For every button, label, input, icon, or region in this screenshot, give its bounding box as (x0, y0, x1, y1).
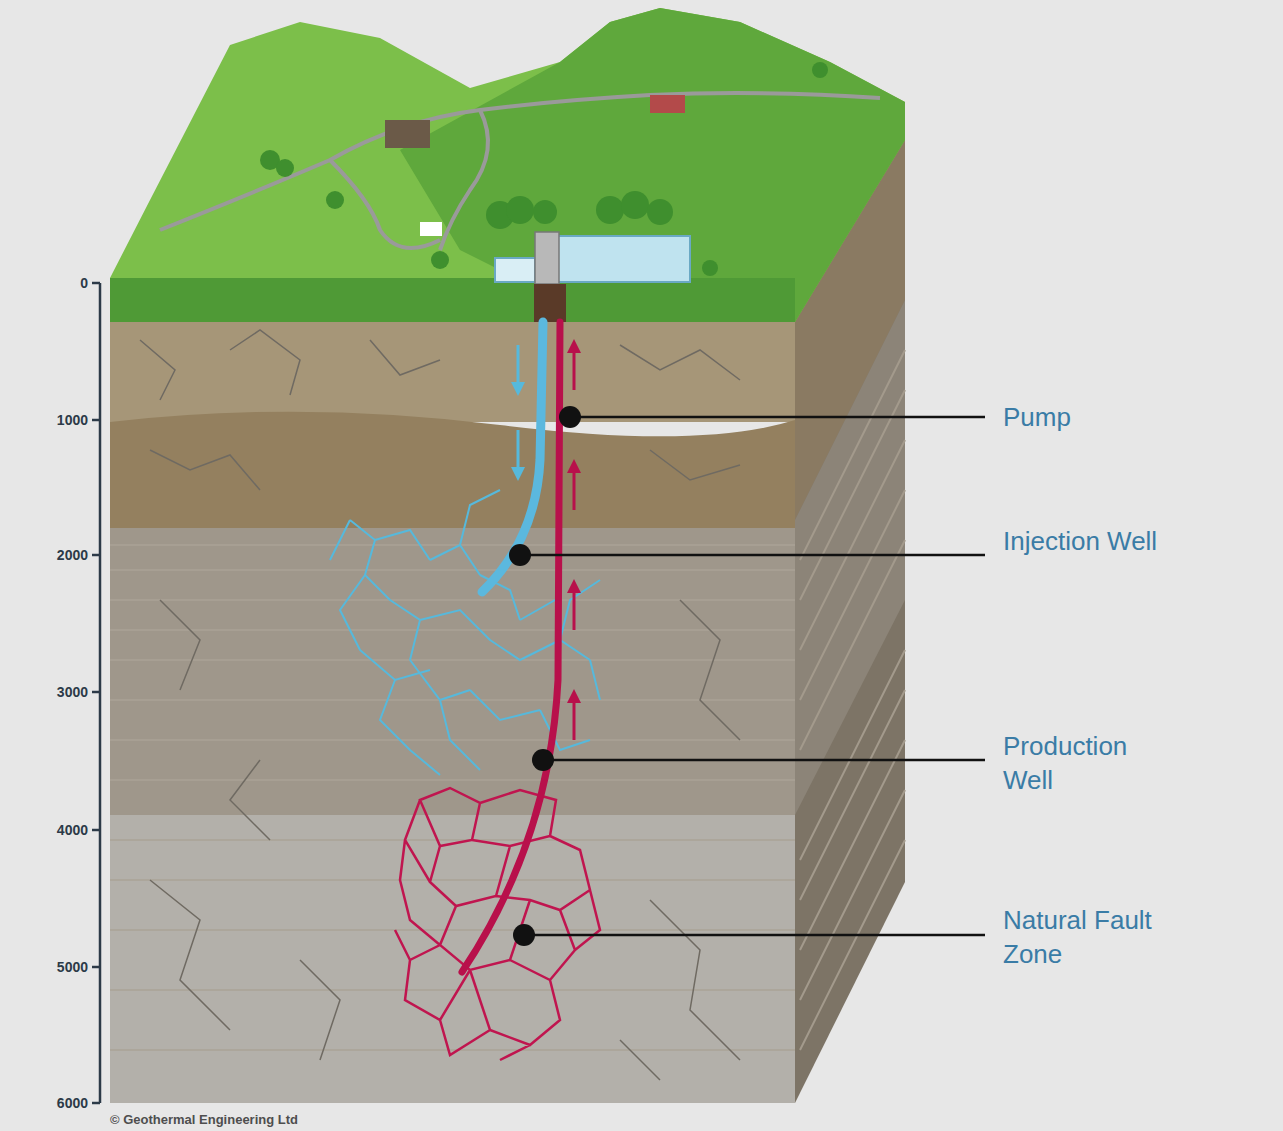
stratum (110, 815, 795, 1103)
copyright-note: © Geothermal Engineering Ltd (110, 1112, 298, 1128)
rock-cracks (140, 330, 740, 1080)
depth-number: 1000 (18, 411, 88, 429)
depth-axis (92, 283, 100, 1103)
ground-front-edge (110, 278, 795, 322)
stratum (110, 412, 795, 528)
road (440, 110, 488, 250)
depth-number: 5000 (18, 958, 88, 976)
callout-label: Production Well (1003, 729, 1168, 797)
truck (420, 222, 442, 236)
farmhouse (650, 95, 685, 113)
stratum (110, 322, 795, 422)
natural-fault-zone (395, 788, 600, 1060)
terrain-surface (110, 8, 905, 322)
side-stratum (795, 300, 905, 815)
flow-arrows-down (511, 345, 525, 481)
wellhead-tower (535, 232, 559, 284)
road (160, 93, 880, 230)
stratum (110, 528, 795, 815)
callout-label: Natural Fault Zone (1003, 903, 1168, 971)
leader-lines (520, 417, 985, 935)
power-plant (555, 236, 690, 282)
plant-annex (495, 258, 535, 282)
production-well (462, 322, 560, 972)
depth-number: 2000 (18, 546, 88, 564)
injection-well (482, 322, 543, 592)
callout-dots (509, 406, 581, 946)
depth-number: 3000 (18, 683, 88, 701)
barn (385, 120, 430, 148)
callout-label: Pump (1003, 400, 1168, 434)
depth-number: 0 (18, 274, 88, 292)
depth-number: 4000 (18, 821, 88, 839)
wellhead (534, 284, 566, 322)
side-stripes (800, 350, 905, 1050)
strata-lines (110, 545, 795, 1050)
terrain-shade (400, 8, 905, 322)
flow-arrows-up (567, 339, 581, 740)
callout-label: Injection Well (1003, 524, 1168, 558)
depth-number: 6000 (18, 1094, 88, 1112)
